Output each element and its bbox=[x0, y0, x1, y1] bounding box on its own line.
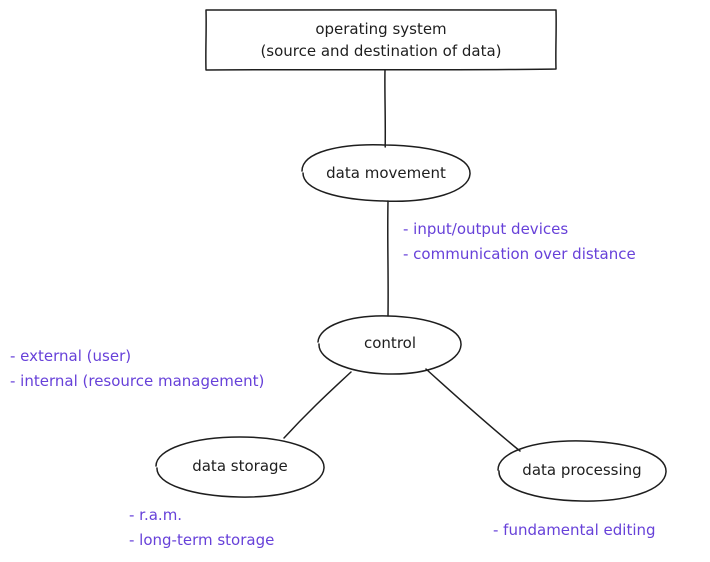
control-node: control bbox=[317, 315, 462, 375]
data-movement-notes: - input/output devices - communication o… bbox=[403, 220, 636, 263]
data-processing-node: data processing bbox=[497, 440, 667, 502]
note-internal-resource-management: - internal (resource management) bbox=[10, 372, 264, 390]
os-node: operating system (source and destination… bbox=[205, 8, 557, 71]
data-movement-node: data movement bbox=[301, 143, 471, 202]
data-storage-node: data storage bbox=[155, 436, 325, 498]
note-ram: - r.a.m. bbox=[129, 506, 182, 524]
control-ellipse bbox=[317, 315, 462, 375]
note-fundamental-editing: - fundamental editing bbox=[493, 521, 656, 539]
data-movement-ellipse bbox=[301, 143, 471, 202]
note-external-user: - external (user) bbox=[10, 347, 131, 365]
note-long-term-storage: - long-term storage bbox=[129, 531, 274, 549]
data-movement-label: data movement bbox=[326, 164, 446, 182]
data-processing-notes: - fundamental editing bbox=[493, 521, 656, 539]
os-box bbox=[205, 8, 557, 71]
os-title: operating system bbox=[315, 20, 446, 38]
control-label: control bbox=[364, 334, 416, 352]
control-notes: - external (user) - internal (resource m… bbox=[10, 347, 264, 390]
data-storage-ellipse bbox=[155, 436, 325, 498]
os-subtitle: (source and destination of data) bbox=[260, 42, 501, 60]
note-communication-over-distance: - communication over distance bbox=[403, 245, 636, 263]
data-processing-label: data processing bbox=[522, 461, 641, 479]
connector-control-to-data-storage bbox=[283, 371, 352, 439]
data-storage-label: data storage bbox=[192, 457, 288, 475]
connector-control-to-data-processing bbox=[425, 368, 521, 452]
data-processing-ellipse bbox=[497, 440, 667, 502]
data-storage-notes: - r.a.m. - long-term storage bbox=[129, 506, 274, 549]
note-input-output-devices: - input/output devices bbox=[403, 220, 568, 238]
